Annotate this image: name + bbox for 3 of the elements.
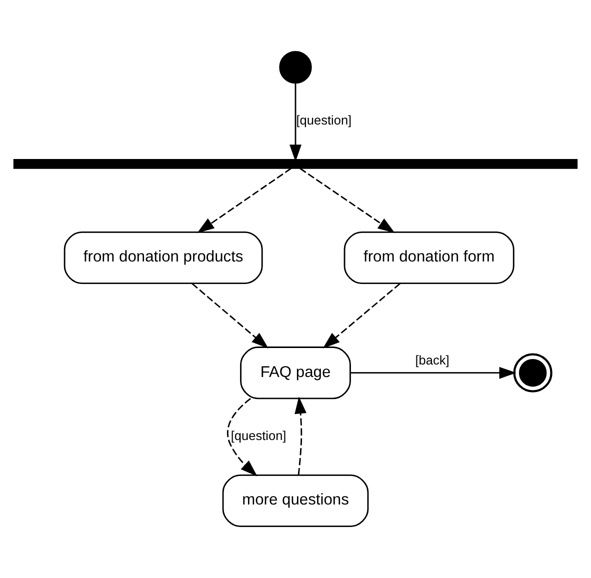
edge-label: [question] xyxy=(296,112,352,128)
edge-label: [back] xyxy=(415,352,450,368)
edge-label: [question] xyxy=(230,428,286,443)
